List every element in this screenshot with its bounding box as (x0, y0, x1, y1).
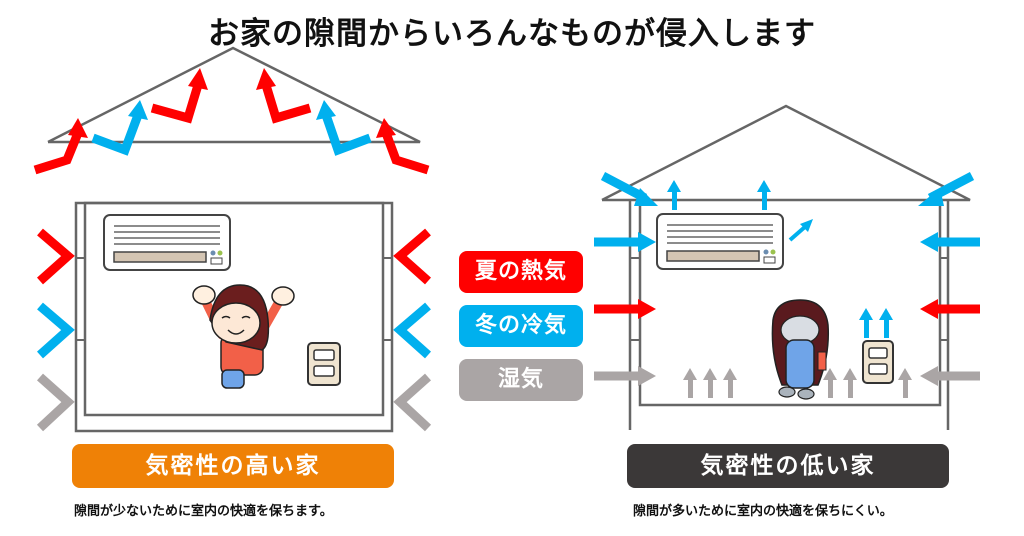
heat-bounce-arrow (33, 131, 83, 175)
legend-cold: 冬の冷気 (459, 305, 583, 347)
air-conditioner-icon (656, 213, 784, 270)
sad-person-icon (771, 299, 830, 400)
left-house (33, 46, 432, 433)
power-outlet-icon (862, 340, 894, 384)
left-house-label: 気密性の高い家 (72, 444, 394, 488)
wall-bounce-arrows (36, 228, 432, 432)
cold-bounce-arrow-head (128, 100, 148, 120)
air-conditioner-icon (103, 214, 231, 271)
roof-bounce-arrows (33, 68, 430, 175)
right-house-roof (601, 104, 971, 202)
cold-bounce-arrow (321, 113, 372, 156)
heat-bounce-arrow (381, 131, 430, 175)
legend-humidity: 湿気 (459, 359, 583, 401)
cold-bounce-arrow-head (316, 100, 336, 120)
leak-arrows (594, 172, 980, 398)
heat-bounce-arrow (261, 83, 312, 124)
heat-bounce-arrow-head (188, 68, 208, 90)
right-house (594, 104, 980, 430)
cold-bounce-arrow (91, 113, 143, 156)
heat-bounce-arrow-head (68, 118, 88, 138)
left-house-caption: 隙間が少ないために室内の快適を保ちます。 (74, 504, 333, 519)
right-house-label: 気密性の低い家 (627, 444, 949, 488)
page-title: お家の隙間からいろんなものが侵入します (208, 16, 816, 52)
power-outlet-icon (307, 342, 341, 386)
left-house-roof (47, 46, 421, 144)
heat-bounce-arrow (150, 83, 203, 124)
legend-heat: 夏の熱気 (459, 251, 583, 293)
happy-person-icon (192, 284, 295, 389)
right-house-caption: 隙間が多いために室内の快適を保ちにくい。 (633, 504, 893, 519)
heat-bounce-arrow-head (256, 68, 276, 90)
left-house-inner-wall (83, 201, 385, 417)
heat-bounce-arrow-head (376, 118, 396, 138)
